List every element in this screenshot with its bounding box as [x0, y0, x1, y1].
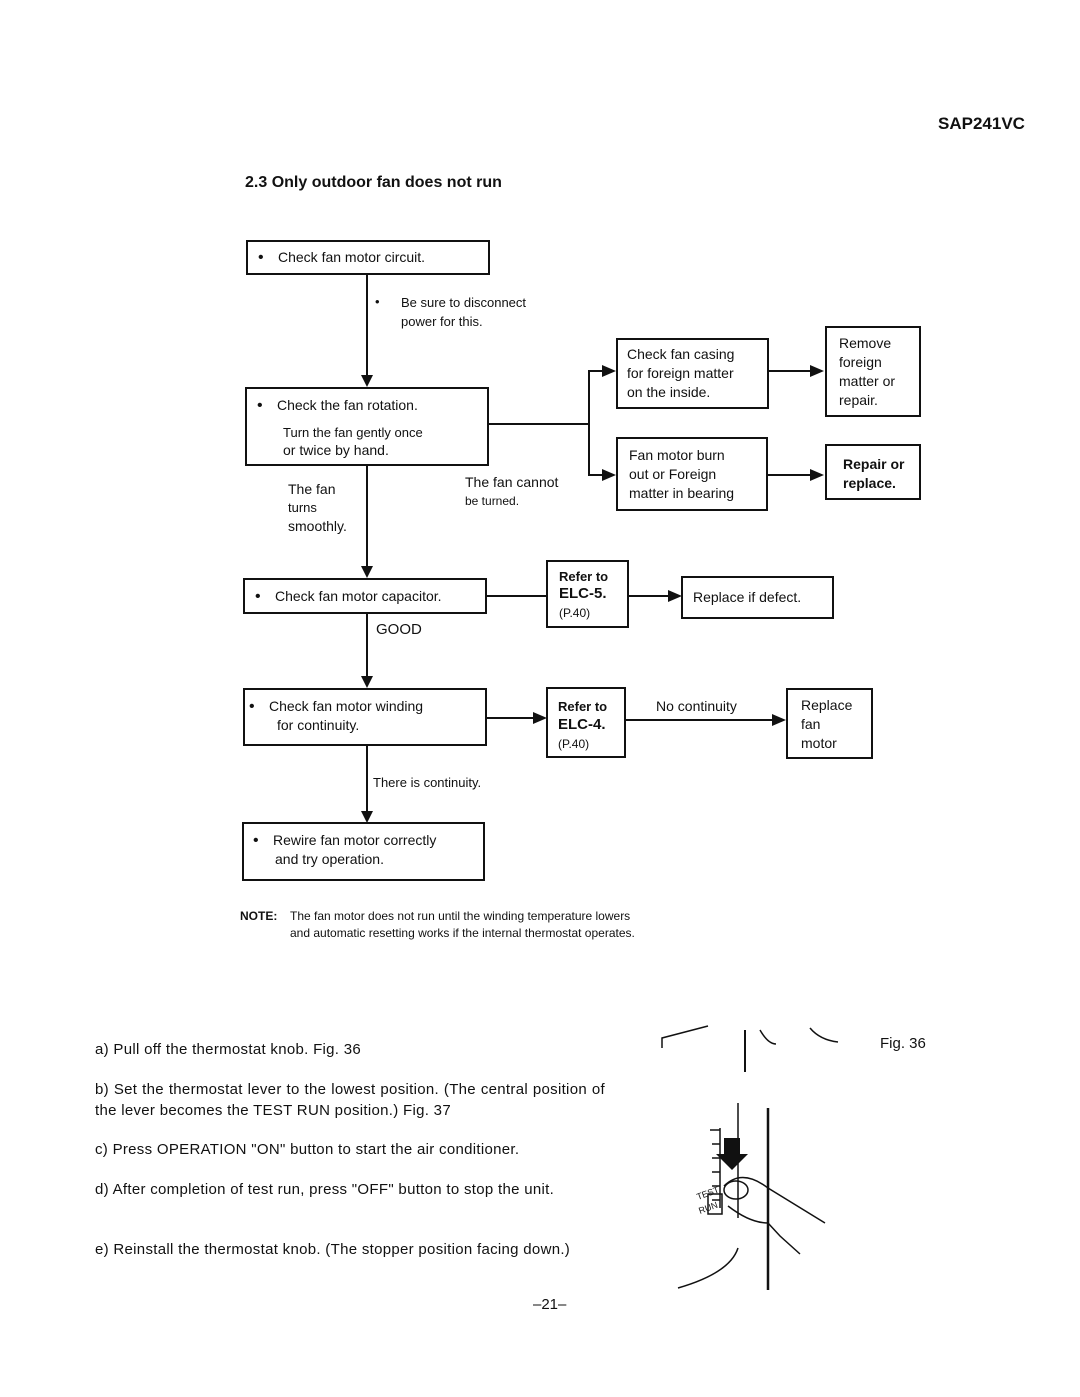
connector	[588, 370, 590, 476]
disconnect-note: Be sure to disconnect	[401, 295, 527, 310]
arrow-right-icon	[772, 714, 786, 726]
thermostat-figure: TEST RUN	[661, 1025, 839, 1290]
arrow-down-icon	[361, 375, 373, 387]
box-text: foreign	[839, 354, 882, 370]
connector	[629, 595, 669, 597]
turns-label: The fan	[288, 481, 336, 497]
model-number: SAP241VC	[938, 114, 1025, 133]
box-text: for foreign matter	[627, 365, 734, 381]
step-d: d) After completion of test run, press "…	[95, 1181, 555, 1198]
disconnect-note: power for this.	[401, 314, 483, 329]
continuity-label: There is continuity.	[373, 775, 482, 790]
box-text: and try operation.	[275, 851, 384, 867]
arrow-right-icon	[810, 469, 824, 481]
box-text: Rewire fan motor correctly	[253, 831, 436, 850]
connector	[366, 466, 368, 567]
arrow-down-icon	[361, 566, 373, 578]
no-continuity-label: No continuity	[656, 698, 737, 714]
turns-label: turns	[288, 500, 317, 515]
section-title: 2.3 Only outdoor fan does not run	[245, 174, 502, 191]
arrow-right-icon	[602, 469, 616, 481]
connector	[769, 370, 811, 372]
turns-label: smoothly.	[288, 518, 347, 534]
connector	[487, 717, 534, 719]
box-repair-replace: Repair or replace.	[825, 444, 921, 500]
box-text: out or Foreign	[629, 466, 717, 482]
box-check-winding: Check fan motor winding for continuity.	[243, 688, 487, 746]
cannot-turn-label: The fan cannot	[465, 474, 559, 490]
connector	[626, 719, 773, 721]
arrow-right-icon	[668, 590, 682, 602]
box-refer-elc4: Refer to ELC-4. (P.40)	[546, 687, 626, 758]
connector	[366, 614, 368, 677]
box-text: (P.40)	[559, 606, 591, 620]
box-text: Check fan motor winding	[249, 697, 423, 716]
box-text: repair.	[839, 392, 878, 408]
box-text: Check fan motor capacitor.	[255, 587, 442, 606]
arrow-right-icon	[810, 365, 824, 377]
connector	[366, 746, 368, 812]
connector	[489, 423, 589, 425]
box-text: Check fan motor circuit.	[258, 248, 425, 267]
box-text: on the inside.	[627, 384, 711, 400]
page-number: –21–	[533, 1296, 567, 1313]
note-line: The fan motor does not run until the win…	[290, 909, 631, 923]
box-rewire: Rewire fan motor correctly and try opera…	[242, 822, 485, 881]
box-text: ELC-4.	[558, 716, 606, 733]
box-text: fan	[801, 716, 821, 732]
step-a: a) Pull off the thermostat knob. Fig. 36	[95, 1041, 362, 1058]
box-motor-burn: Fan motor burn out or Foreign matter in …	[616, 437, 768, 511]
bullet-note: •	[375, 294, 380, 309]
box-text: Replace if defect.	[693, 589, 802, 605]
arrow-right-icon	[602, 365, 616, 377]
box-text: for continuity.	[277, 717, 360, 733]
box-text: Replace	[801, 697, 853, 713]
box-subtext: or twice by hand.	[283, 442, 389, 458]
connector	[768, 474, 811, 476]
box-text: Refer to	[558, 699, 608, 714]
connector	[366, 275, 368, 375]
box-check-capacitor: Check fan motor capacitor.	[243, 578, 487, 614]
connector	[588, 370, 604, 372]
box-text: matter or	[839, 373, 896, 389]
step-e: e) Reinstall the thermostat knob. (The s…	[95, 1241, 571, 1258]
box-check-casing: Check fan casing for foreign matter on t…	[616, 338, 769, 409]
cannot-turn-label: be turned.	[465, 494, 520, 508]
box-text: Check the fan rotation.	[257, 396, 418, 415]
box-text: Fan motor burn	[629, 447, 725, 463]
box-text: Repair or	[843, 456, 905, 472]
box-text: Refer to	[559, 569, 609, 584]
box-text: replace.	[843, 475, 896, 491]
box-replace-defect: Replace if defect.	[681, 576, 834, 619]
arrow-down-icon	[361, 676, 373, 688]
box-replace-fan-motor: Replace fan motor	[786, 688, 873, 759]
box-text: Check fan casing	[627, 346, 735, 362]
box-text: motor	[801, 735, 837, 751]
note-label: NOTE:	[240, 909, 278, 923]
box-text: matter in bearing	[629, 485, 735, 501]
step-c: c) Press OPERATION "ON" button to start …	[95, 1141, 520, 1158]
arrow-down-icon	[361, 811, 373, 823]
box-text: Remove	[839, 335, 892, 351]
box-check-circuit: Check fan motor circuit.	[246, 240, 490, 275]
arrow-down-icon	[716, 1138, 748, 1170]
box-remove-foreign-matter: Remove foreign matter or repair.	[825, 326, 921, 417]
figure-lines	[661, 1025, 839, 1290]
connector	[588, 474, 604, 476]
box-text: (P.40)	[558, 737, 590, 751]
good-label: GOOD	[376, 621, 422, 638]
box-refer-elc5: Refer to ELC-5. (P.40)	[546, 560, 629, 628]
connector	[487, 595, 547, 597]
figure-caption: Fig. 36	[880, 1035, 926, 1052]
arrow-right-icon	[533, 712, 547, 724]
step-b: b) Set the thermostat lever to the lowes…	[95, 1081, 605, 1119]
note-line: and automatic resetting works if the int…	[290, 926, 635, 940]
box-text: ELC-5.	[559, 585, 607, 602]
box-subtext: Turn the fan gently once	[283, 425, 423, 440]
box-check-rotation: Check the fan rotation. Turn the fan gen…	[245, 387, 489, 466]
